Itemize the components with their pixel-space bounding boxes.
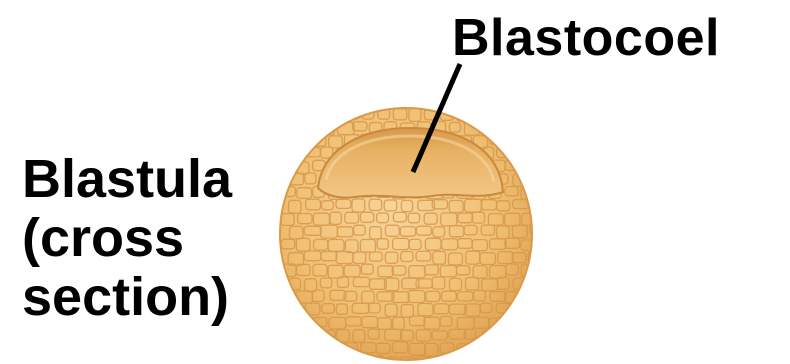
blastomere-cell	[529, 329, 540, 341]
blastomere-cell	[474, 109, 489, 120]
blastomere-cell	[482, 355, 498, 364]
blastula-label-line-2: (cross	[22, 208, 184, 268]
blastomere-cell	[522, 135, 536, 146]
blastomere-cell	[464, 356, 476, 364]
blastomere-cell	[289, 356, 300, 364]
blastomere-cell	[529, 356, 544, 364]
blastomere-cell	[306, 121, 319, 131]
blastocoel-label: Blastocoel	[452, 12, 720, 64]
blastomere-cell	[513, 304, 529, 316]
blastomere-cell	[290, 330, 301, 341]
blastomere-cell	[514, 329, 525, 340]
blastomere-cell	[520, 317, 535, 329]
blastomere-cell	[297, 134, 312, 143]
blastula-label-line-1: Blastula	[22, 149, 232, 209]
blastomere-cell	[305, 331, 316, 343]
blastomere-cell	[289, 149, 300, 160]
blastomere-cell	[289, 122, 303, 134]
blastomere-cell	[297, 318, 312, 328]
blastomere-cell	[329, 109, 344, 118]
blastomere-cell	[280, 160, 296, 171]
blastomere-cell	[314, 342, 325, 352]
blastomere-cell	[522, 343, 537, 354]
blastomere-cell	[513, 356, 527, 364]
blastomere-cell	[521, 160, 534, 171]
blastomere-cell	[313, 110, 328, 121]
blastomere-cell	[521, 109, 538, 119]
blastomere-cell	[529, 175, 545, 187]
blastomere-cell	[529, 149, 545, 162]
blastomere-cell	[530, 305, 542, 315]
blastomere-cell	[522, 291, 536, 301]
blastomere-cell	[505, 316, 517, 328]
blastomere-cell	[498, 330, 515, 342]
blastula-label: Blastula (cross section)	[22, 150, 232, 327]
blastomere-cell	[296, 110, 310, 121]
blastomere-cell	[281, 317, 296, 326]
blastomere-cell	[513, 148, 528, 159]
blastomere-cell	[513, 122, 527, 131]
blastomere-cell	[336, 356, 349, 364]
blastomere-cell	[505, 109, 516, 120]
blastomere-cell	[353, 356, 368, 364]
blastomere-cell	[506, 136, 521, 147]
blastomere-cell	[530, 199, 546, 212]
blastomere-cell	[489, 108, 501, 118]
blastomere-cell	[321, 356, 335, 364]
blastomere-cell	[505, 343, 522, 352]
blastomere-cell	[472, 342, 488, 354]
blastula-label-line-3: section)	[22, 267, 229, 327]
blastomere-cell	[529, 277, 545, 288]
blastomere-cell	[288, 305, 302, 314]
blastomere-cell	[280, 134, 296, 144]
blastomere-cell	[329, 343, 344, 353]
blastomere-cell	[529, 122, 540, 132]
blastomere-cell	[480, 121, 492, 130]
blastomere-cell	[490, 343, 507, 353]
blastomere-cell	[298, 342, 310, 352]
blastomere-cell	[280, 109, 294, 120]
blastomere-cell	[449, 357, 462, 364]
blastomere-cell	[305, 357, 318, 364]
blastomere-cell	[498, 121, 512, 133]
blastomere-cell	[280, 344, 297, 356]
blastomere-cell	[281, 292, 295, 301]
blastomere-cell	[497, 356, 514, 364]
